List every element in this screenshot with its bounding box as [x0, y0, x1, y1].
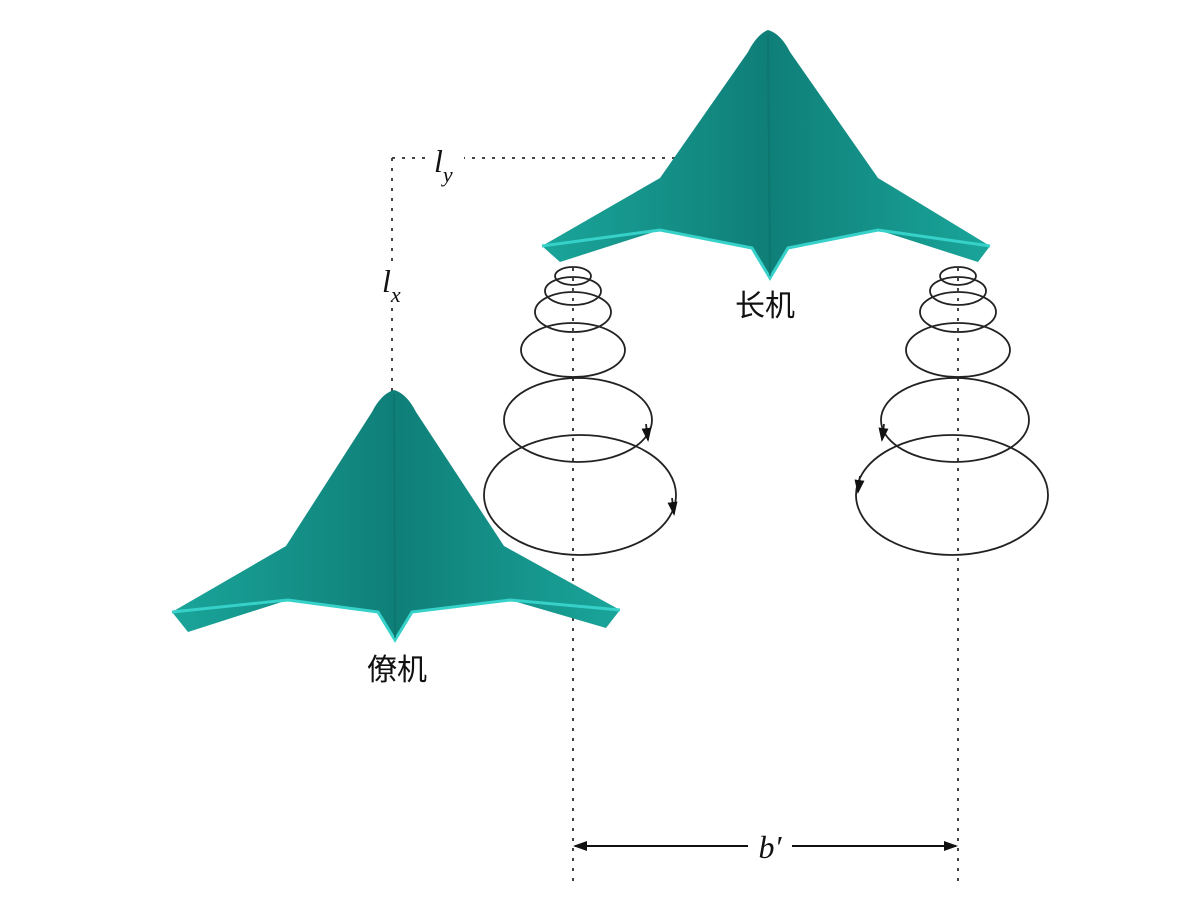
lx-subscript: x	[390, 282, 401, 307]
vortex-ring	[534, 291, 612, 333]
leader-aircraft-label: 长机	[735, 289, 795, 324]
span-label: b′	[759, 829, 783, 865]
follower-aircraft-centerline	[393, 393, 396, 639]
vortex-ring	[905, 322, 1011, 378]
vortex-ring	[855, 434, 1049, 556]
leader-aircraft-body	[542, 30, 990, 278]
leader-aircraft	[541, 30, 991, 281]
follower-aircraft-label: 僚机	[367, 653, 427, 688]
vortex-ring	[544, 276, 602, 306]
follower-aircraft-body	[172, 390, 620, 640]
vortex-ring	[939, 266, 977, 286]
ly-symbol: l	[434, 143, 443, 179]
left-vortex-direction-arrow	[667, 497, 678, 516]
leader-aircraft-trailing-edge	[541, 228, 991, 281]
lx-label-background	[376, 262, 412, 308]
left-wingtip-vortex	[483, 266, 678, 556]
ly-label-background	[428, 140, 464, 188]
vortex-ring	[880, 377, 1030, 463]
vortex-ring	[929, 276, 987, 306]
follower-aircraft	[171, 390, 621, 643]
right-vortex-direction-arrow	[878, 423, 889, 442]
span-dimension: b′	[573, 829, 958, 865]
vortex-ring	[919, 291, 997, 333]
right-wingtip-vortex	[854, 266, 1049, 556]
right-vortex-direction-arrow	[854, 475, 865, 494]
follower-aircraft-trailing-edge	[171, 598, 621, 643]
lx-symbol: l	[382, 263, 391, 299]
ly-subscript: y	[441, 162, 453, 187]
vortex-ring	[503, 377, 653, 463]
vortex-ring	[520, 322, 626, 378]
lx-label: lx	[382, 263, 401, 307]
vortex-ring	[483, 434, 677, 556]
vortex-ring	[554, 266, 592, 286]
ly-label: ly	[434, 143, 453, 187]
leader-aircraft-centerline	[767, 33, 771, 277]
left-vortex-direction-arrow	[641, 423, 652, 442]
